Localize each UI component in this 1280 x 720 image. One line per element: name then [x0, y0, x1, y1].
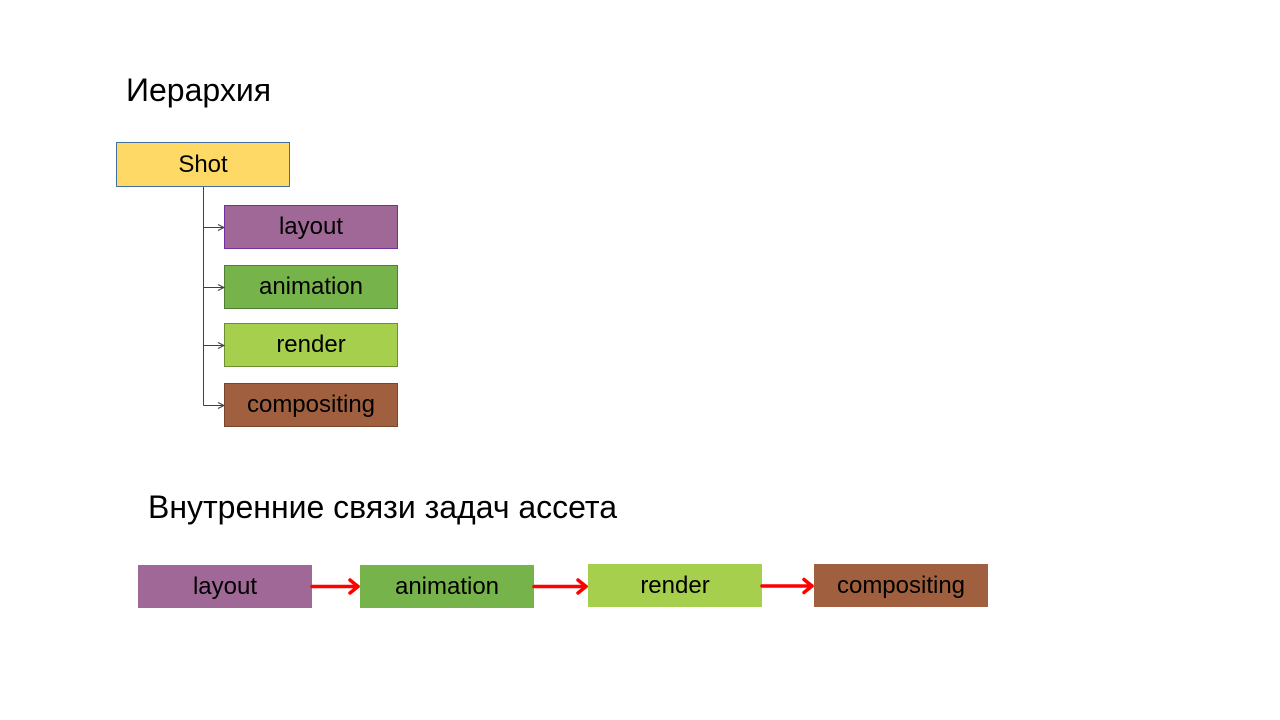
flow-node-label: compositing	[836, 571, 966, 599]
shot-node: Shot	[116, 142, 290, 187]
hierarchy-node-layout: layout	[224, 205, 398, 249]
shot-node-label: Shot	[178, 150, 228, 178]
links-title: Внутренние связи задач ассета	[148, 489, 617, 525]
hierarchy-node-compositing: compositing	[224, 383, 398, 427]
hierarchy-node-label: layout	[278, 213, 344, 240]
hierarchy-title: Иерархия	[126, 72, 272, 108]
flow-node-render: render	[588, 564, 762, 607]
hierarchy-node-label: compositing	[246, 391, 376, 418]
flow-node-label: animation	[394, 572, 500, 600]
hierarchy-node-render: render	[224, 323, 398, 367]
hierarchy-node-label: animation	[258, 273, 364, 300]
flow-arrowhead	[348, 578, 360, 595]
flow-node-compositing: compositing	[814, 564, 988, 607]
flow-node-layout: layout	[138, 565, 312, 608]
flow-node-animation: animation	[360, 565, 534, 608]
flow-arrowhead	[576, 578, 588, 595]
tree-connectors	[203, 187, 226, 409]
flow-arrowhead	[802, 577, 814, 595]
flow-node-label: layout	[192, 572, 258, 600]
hierarchy-node-label: render	[276, 331, 346, 358]
hierarchy-node-animation: animation	[224, 265, 398, 309]
flow-node-label: render	[640, 571, 710, 599]
